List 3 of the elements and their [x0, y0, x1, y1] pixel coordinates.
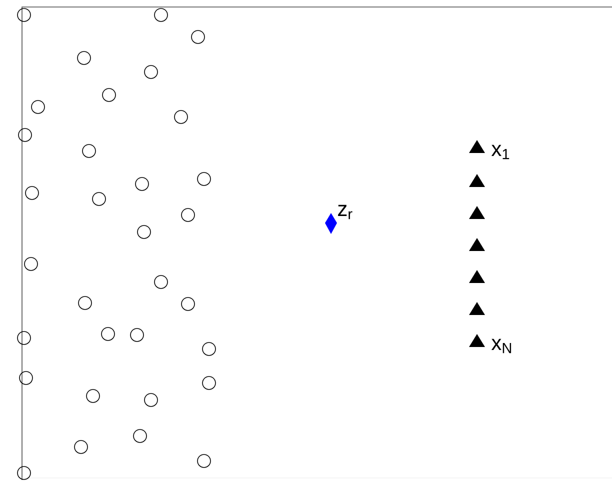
- point-label: x$_{1}$: [491, 144, 510, 160]
- point-label: x$_{N}$: [491, 338, 512, 354]
- point-label: z$_{r}$: [338, 204, 352, 220]
